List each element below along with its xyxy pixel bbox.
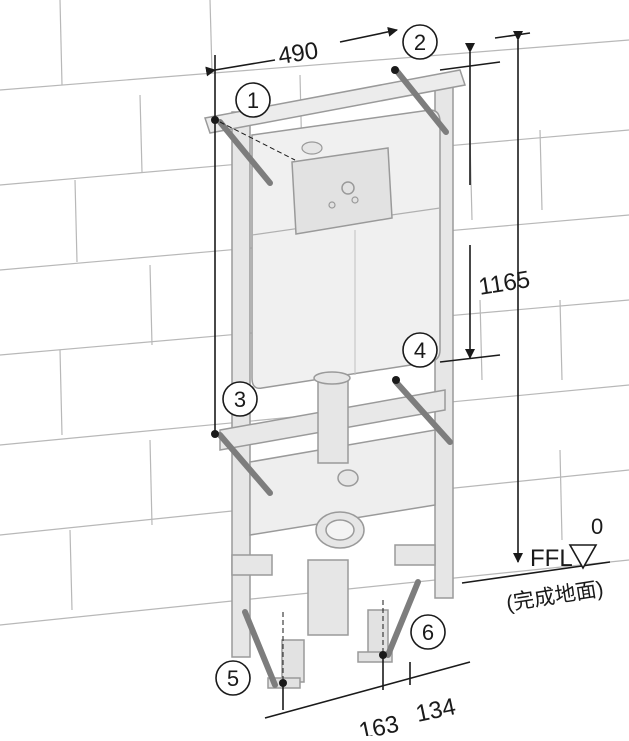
callout-5: 5 <box>215 660 251 696</box>
callout-5-number: 5 <box>227 666 239 691</box>
callout-1: 1 <box>235 82 271 118</box>
dimension-lines <box>205 26 611 719</box>
finished-floor-label: (完成地面) <box>505 577 605 615</box>
callout-4-number: 4 <box>414 338 426 363</box>
ffl-triangle-icon <box>568 544 598 570</box>
cistern <box>251 109 441 390</box>
ffl-label: FFL <box>530 545 573 572</box>
callout-2-number: 2 <box>414 30 426 55</box>
height-dimension-label: 1165 <box>477 266 532 301</box>
width-dimension-label: 490 <box>276 37 320 70</box>
fixing-rods <box>217 67 453 688</box>
left-offset-label: 163 <box>357 711 402 736</box>
ffl-zero-label: 0 <box>591 514 603 539</box>
callout-3: 3 <box>222 381 258 417</box>
callout-6: 6 <box>410 614 446 650</box>
callout-6-number: 6 <box>422 620 434 645</box>
callout-3-number: 3 <box>234 387 246 412</box>
callout-4: 4 <box>402 332 438 368</box>
right-offset-label: 134 <box>413 693 458 728</box>
dashed-centerlines <box>219 121 384 680</box>
callout-1-number: 1 <box>247 88 259 113</box>
callout-2: 2 <box>402 24 438 60</box>
pipes <box>307 371 365 636</box>
